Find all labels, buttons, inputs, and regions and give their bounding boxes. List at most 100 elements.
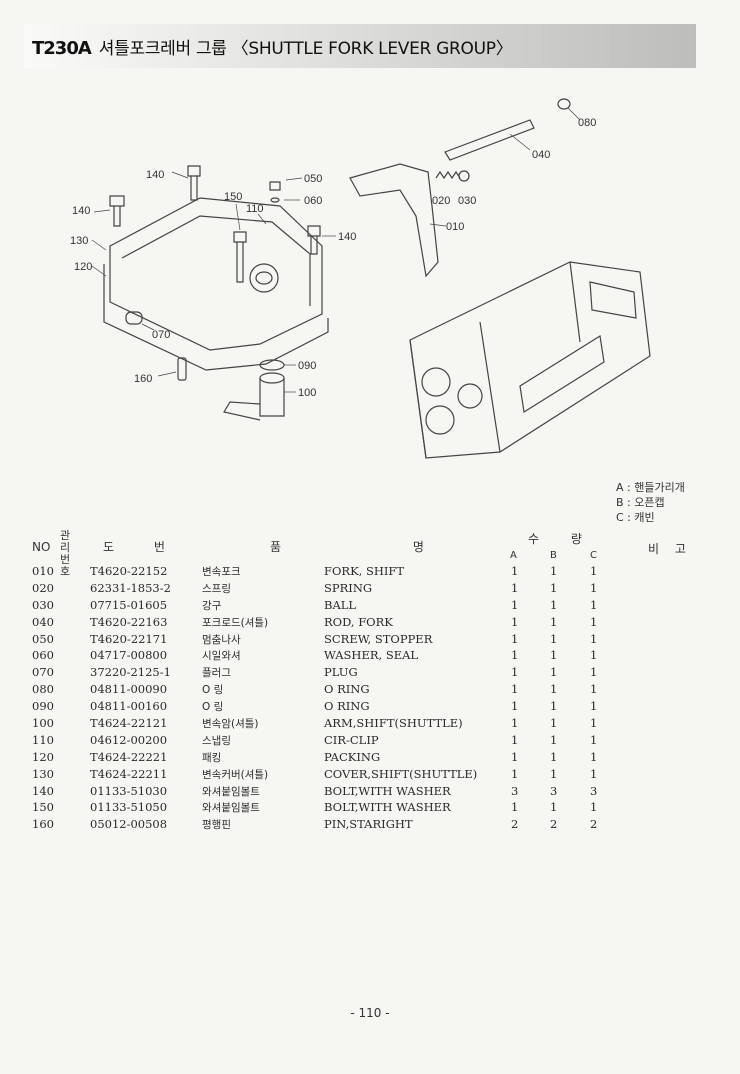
callout-label: 040 bbox=[532, 149, 550, 161]
transmission-case-edges bbox=[409, 261, 581, 459]
row-no: 160 bbox=[32, 817, 54, 832]
row-no: 050 bbox=[32, 631, 54, 646]
header-no: NO bbox=[32, 540, 51, 554]
callout-label: 090 bbox=[298, 360, 316, 372]
row-name-kr: 변속포크 bbox=[202, 566, 241, 578]
row-name-kr: 플러그 bbox=[202, 667, 231, 680]
row-qty-b: 1 bbox=[550, 699, 558, 714]
row-no: 010 bbox=[32, 564, 54, 578]
row-qty-c: 1 bbox=[590, 699, 598, 714]
header-part-no: 도 번 bbox=[103, 540, 183, 554]
header-qty-b: B bbox=[550, 550, 557, 561]
seal-washer-shape bbox=[270, 197, 280, 203]
bolt-140-b bbox=[109, 195, 125, 227]
case-window bbox=[519, 335, 605, 413]
legend-a: A : 핸들가리개 bbox=[616, 481, 685, 494]
parts-illustration: 080 040 140 050 060 020 030 150 110 140 … bbox=[70, 98, 651, 459]
row-qty-a: 1 bbox=[511, 749, 519, 764]
o-ring-080-shape bbox=[557, 98, 571, 110]
row-qty-a: 1 bbox=[511, 564, 519, 578]
callout-label: 010 bbox=[446, 221, 464, 233]
row-qty-a: 1 bbox=[511, 800, 519, 815]
cover-boss-shape bbox=[249, 263, 279, 293]
parts-table-header: NO 관리번호 도 번 품 명 수 량 A B C 비 고 bbox=[0, 528, 740, 578]
row-qty-c: 1 bbox=[590, 732, 598, 747]
callout-label: 100 bbox=[298, 387, 316, 399]
stopper-screw-shape bbox=[269, 181, 281, 191]
cover-boss-hole bbox=[255, 271, 273, 285]
row-qty-a: 1 bbox=[511, 716, 519, 731]
row-part-no: T4624-22121 bbox=[90, 716, 168, 731]
callout-label: 120 bbox=[74, 261, 92, 273]
row-qty-c: 1 bbox=[590, 631, 598, 646]
header-name: 품 명 bbox=[270, 540, 488, 554]
header-qty-a: A bbox=[510, 550, 517, 561]
row-qty-b: 1 bbox=[550, 800, 558, 815]
model-legend: A : 핸들가리개 B : 오픈캡 C : 캐빈 bbox=[616, 480, 685, 525]
row-qty-b: 3 bbox=[550, 783, 558, 798]
row-qty-b: 1 bbox=[550, 597, 558, 612]
callout-label: 030 bbox=[458, 195, 476, 207]
row-qty-c: 3 bbox=[590, 783, 598, 798]
spring-shape bbox=[435, 170, 461, 180]
row-qty-b: 1 bbox=[550, 665, 558, 680]
row-qty-c: 1 bbox=[590, 614, 598, 629]
row-qty-a: 1 bbox=[511, 648, 519, 663]
arm-lever-shape bbox=[223, 401, 261, 421]
row-name-en: CIR-CLIP bbox=[324, 732, 379, 747]
header-qty: 수 량 bbox=[528, 532, 596, 546]
arm-hub-top bbox=[259, 372, 285, 384]
row-no: 030 bbox=[32, 597, 54, 612]
header-mgmt: 관리번호 bbox=[60, 529, 71, 578]
row-part-no: 01133-51030 bbox=[90, 783, 168, 798]
header-remark: 비 고 bbox=[648, 542, 692, 556]
row-qty-a: 1 bbox=[511, 766, 519, 781]
row-name-kr: 변속암(셔틀) bbox=[202, 718, 259, 731]
row-qty-c: 1 bbox=[590, 564, 598, 578]
row-qty-c: 1 bbox=[590, 665, 598, 680]
row-qty-c: 1 bbox=[590, 749, 598, 764]
arm-hub-shape bbox=[259, 378, 285, 417]
row-name-kr: 변속커버(셔틀) bbox=[202, 768, 269, 781]
row-no: 110 bbox=[32, 732, 54, 747]
fork-rod-shape bbox=[444, 119, 535, 161]
packing-shape bbox=[103, 264, 329, 371]
row-name-kr: 스냅링 bbox=[202, 734, 231, 747]
row-part-no: 62331-1853-2 bbox=[90, 580, 171, 595]
row-qty-a: 1 bbox=[511, 732, 519, 747]
row-name-kr: 패킹 bbox=[202, 751, 222, 764]
case-bore-1 bbox=[421, 367, 451, 397]
row-qty-b: 1 bbox=[550, 564, 558, 578]
row-no: 120 bbox=[32, 749, 54, 764]
row-qty-a: 1 bbox=[511, 682, 519, 697]
row-qty-c: 1 bbox=[590, 766, 598, 781]
callout-label: 080 bbox=[578, 117, 596, 129]
row-name-kr: 포크로드(셔틀) bbox=[202, 616, 269, 629]
case-bore-3 bbox=[457, 383, 483, 409]
row-qty-c: 1 bbox=[590, 597, 598, 612]
row-qty-b: 1 bbox=[550, 749, 558, 764]
shift-cover-shape bbox=[109, 197, 323, 351]
row-no: 040 bbox=[32, 614, 54, 629]
row-part-no: T4624-22211 bbox=[90, 766, 168, 781]
row-name-en: BALL bbox=[324, 597, 357, 612]
row-qty-b: 1 bbox=[550, 682, 558, 697]
callout-label: 020 bbox=[432, 195, 450, 207]
pin-shape bbox=[177, 357, 187, 381]
row-no: 150 bbox=[32, 800, 54, 815]
row-qty-b: 1 bbox=[550, 732, 558, 747]
row-name-kr: 스프링 bbox=[202, 582, 231, 595]
row-name-kr: 멈춤나사 bbox=[202, 633, 241, 646]
row-name-kr: 강구 bbox=[202, 599, 222, 612]
